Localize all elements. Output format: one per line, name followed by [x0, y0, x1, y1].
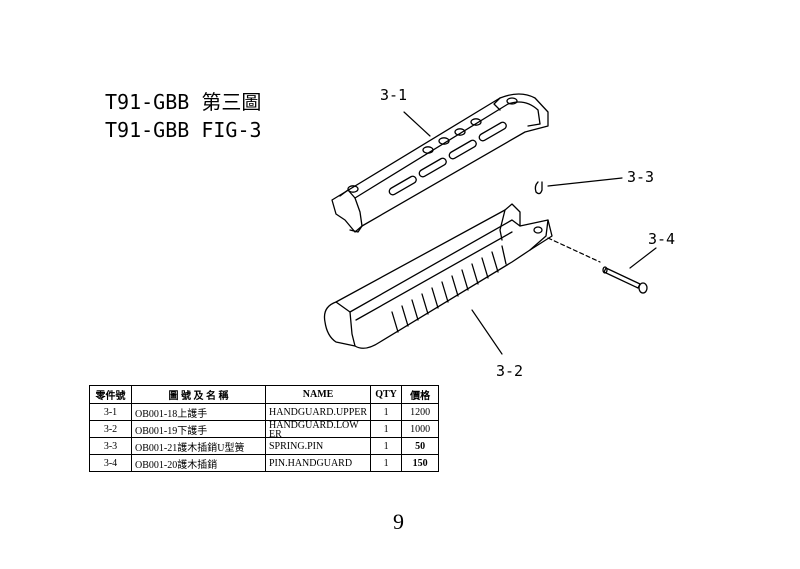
- cell-drawing-name: OB001-21護木插銷U型簧: [131, 437, 266, 455]
- header-drawing-name: 圖 號 及 名 稱: [131, 385, 266, 404]
- leader-3-1: [403, 111, 431, 137]
- header-price: 價格: [401, 385, 440, 404]
- callout-3-1: 3-1: [380, 86, 408, 104]
- cell-part-no: 3-3: [89, 437, 132, 455]
- cell-part-no: 3-2: [89, 420, 132, 438]
- header-qty: QTY: [370, 385, 403, 404]
- cell-part-no: 3-1: [89, 403, 132, 421]
- parts-table: 零件號 圖 號 及 名 稱 NAME QTY 價格 3-1 OB001-18上護…: [89, 385, 440, 472]
- page-number: 9: [393, 509, 404, 534]
- cell-part-no: 3-4: [89, 454, 132, 472]
- cell-drawing-name: OB001-19下護手: [131, 420, 266, 438]
- cell-drawing-name: OB001-20護木插銷: [131, 454, 266, 472]
- table-row: 3-2 OB001-19下護手 HANDGUARD.LOWER 1 1000: [89, 420, 440, 438]
- cell-qty: 1: [370, 420, 403, 438]
- table-row: 3-4 OB001-20護木插銷 PIN.HANDGUARD 1 150: [89, 454, 440, 472]
- parts-table-header: 零件號 圖 號 及 名 稱 NAME QTY 價格: [89, 385, 440, 404]
- cell-name: PIN.HANDGUARD: [264, 454, 372, 472]
- header-name: NAME: [264, 385, 372, 404]
- cell-price: 50: [401, 437, 440, 455]
- leader-lines: [403, 111, 657, 355]
- cell-qty: 1: [370, 437, 403, 455]
- leader-3-3: [547, 177, 623, 187]
- cell-name: HANDGUARD.UPPER: [264, 403, 372, 421]
- table-row: 3-1 OB001-18上護手 HANDGUARD.UPPER 1 1200: [89, 403, 440, 421]
- cell-qty: 1: [370, 454, 403, 472]
- lower-handguard-part: [323, 203, 553, 349]
- callout-3-4: 3-4: [648, 230, 676, 248]
- spring-pin-part: [534, 181, 543, 195]
- handguard-pin-part: [602, 266, 648, 294]
- table-row: 3-3 OB001-21護木插銷U型簧 SPRING.PIN 1 50: [89, 437, 440, 455]
- leader-3-2: [471, 309, 503, 355]
- cell-drawing-name: OB001-18上護手: [131, 403, 266, 421]
- cell-price: 150: [401, 454, 440, 472]
- cell-price: 1000: [401, 420, 440, 438]
- leader-3-4: [629, 247, 657, 269]
- leader-3-4-dashed: [547, 237, 601, 263]
- cell-name: HANDGUARD.LOWER: [264, 420, 372, 438]
- header-part-no: 零件號: [89, 385, 132, 404]
- drawing-title-chinese: T91-GBB 第三圖: [105, 90, 262, 114]
- drawing-title-english: T91-GBB FIG-3: [105, 118, 262, 142]
- cell-name: SPRING.PIN: [264, 437, 372, 455]
- cell-qty: 1: [370, 403, 403, 421]
- callout-3-3: 3-3: [627, 168, 655, 186]
- cell-price: 1200: [401, 403, 440, 421]
- cell-name-text: HANDGUARD.LOWER: [269, 421, 359, 437]
- upper-handguard-part: [331, 93, 549, 233]
- callout-3-2: 3-2: [496, 362, 524, 380]
